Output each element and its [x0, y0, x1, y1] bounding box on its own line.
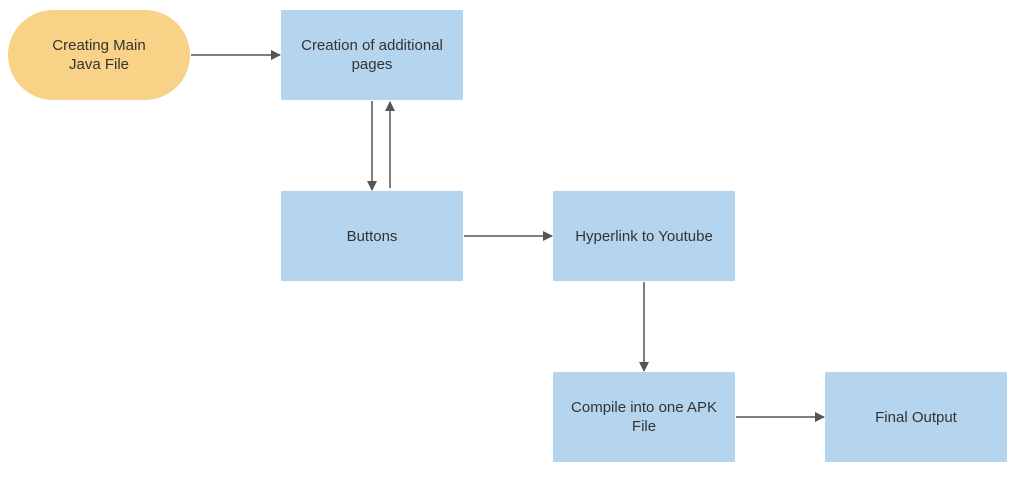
node-output: Final Output [825, 372, 1007, 462]
node-pages: Creation of additional pages [281, 10, 463, 100]
node-hyperlink-label: Hyperlink to Youtube [575, 227, 713, 245]
node-output-label: Final Output [875, 408, 957, 426]
node-compile-label: Compile into one APK File [571, 399, 717, 435]
node-hyperlink: Hyperlink to Youtube [553, 191, 735, 281]
node-buttons-label: Buttons [346, 227, 398, 245]
node-pages-label: Creation of additional pages [301, 37, 443, 73]
node-start: Creating Main Java File [8, 10, 190, 100]
node-buttons: Buttons [281, 191, 463, 281]
node-start-label: Creating Main Java File [52, 37, 146, 73]
node-compile: Compile into one APK File [553, 372, 735, 462]
